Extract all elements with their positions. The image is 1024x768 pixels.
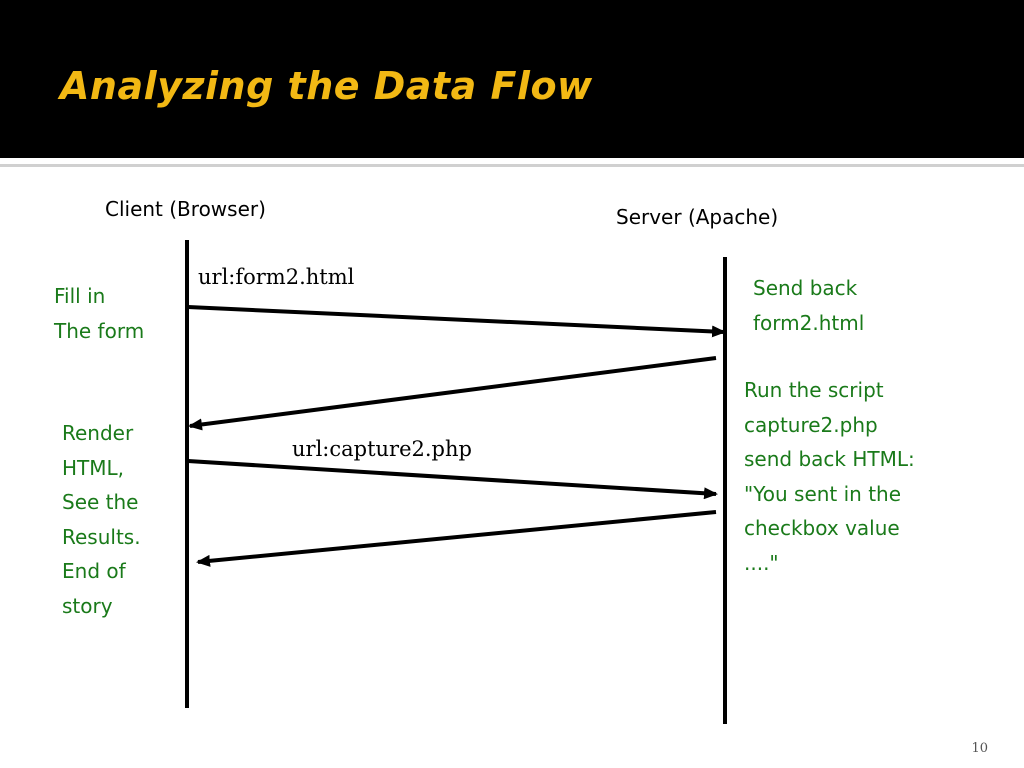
slide-title: Analyzing the Data Flow <box>60 64 593 108</box>
request-capture-arrow <box>187 459 718 500</box>
server-lane-label: Server (Apache) <box>616 205 779 229</box>
divider-rule <box>0 164 1024 167</box>
note-line: The form <box>54 318 145 343</box>
note-line: Send back <box>753 276 858 300</box>
note-line: Run the script <box>744 378 884 402</box>
request-capture-label: url:capture2.php <box>292 437 472 461</box>
request-form-label: url:form2.html <box>198 265 355 289</box>
note-line: capture2.php <box>744 412 878 437</box>
note-line: checkbox value <box>744 516 900 540</box>
note-line: ...." <box>744 550 779 575</box>
title-bar <box>0 0 1024 158</box>
note-line: End of <box>62 559 126 583</box>
note-line: HTML, <box>62 455 125 480</box>
note-line: Fill in <box>54 284 106 308</box>
request-form-arrow <box>187 305 726 338</box>
client-lane-label: Client (Browser) <box>105 197 266 221</box>
note-line: "You sent in the <box>744 481 902 506</box>
note-line: Results. <box>62 524 141 549</box>
render-note: Render HTML, See the Results. End of sto… <box>62 416 141 623</box>
fill-form-note: Fill in The form <box>54 279 144 348</box>
page-number: 10 <box>971 741 988 756</box>
note-line: See the <box>62 490 139 514</box>
send-back-note: Send back form2.html <box>753 271 864 340</box>
note-line: send back HTML: <box>744 447 915 471</box>
response-capture-arrow <box>196 510 717 567</box>
note-line: Render <box>62 421 134 445</box>
response-form-arrow <box>188 356 717 431</box>
note-line: form2.html <box>753 310 865 335</box>
run-script-note: Run the script capture2.php send back HT… <box>744 373 915 580</box>
note-line: story <box>62 593 113 618</box>
